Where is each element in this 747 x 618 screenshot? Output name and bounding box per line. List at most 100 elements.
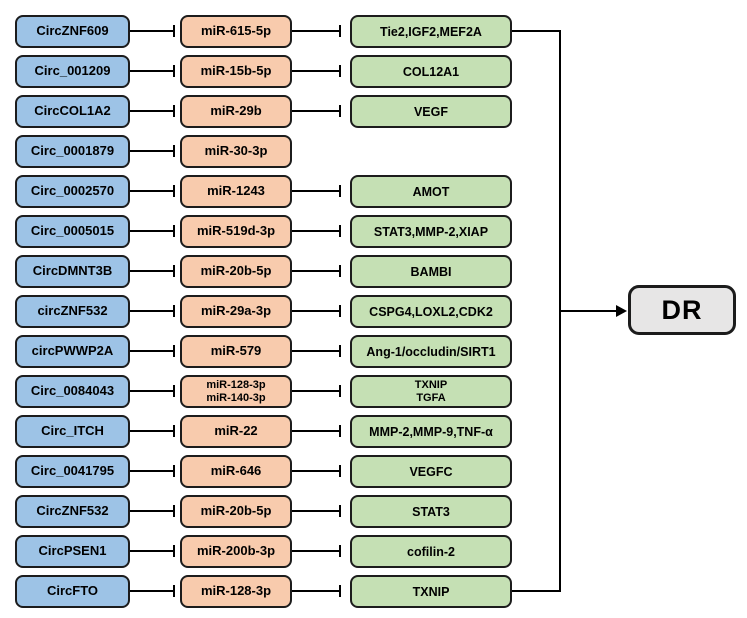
inhibition-connector (130, 430, 174, 432)
t-bar-icon (339, 545, 341, 557)
outcome-label: DR (661, 294, 703, 325)
inhibition-connector (130, 270, 174, 272)
circrna-box: circZNF532 (15, 295, 130, 328)
t-bar-icon (339, 105, 341, 117)
target-label: TXNIP (414, 379, 448, 392)
target-label: TXNIP (412, 584, 450, 599)
circrna-box: CircZNF532 (15, 495, 130, 528)
circrna-label: circPWWP2A (31, 343, 114, 359)
t-bar-icon (339, 305, 341, 317)
outcome-box: DR (628, 285, 736, 335)
mirna-label: miR-29a-3p (200, 303, 272, 319)
t-bar-icon (173, 25, 175, 37)
target-label: TGFA (416, 391, 446, 404)
mirna-label: miR-646 (210, 463, 262, 479)
circrna-box: Circ_0001879 (15, 135, 130, 168)
pathway-row: CircFTO miR-128-3p TXNIP (0, 575, 747, 608)
mirna-label: miR-20b-5p (200, 503, 272, 519)
circrna-label: Circ_0041795 (30, 463, 115, 479)
inhibition-connector (130, 470, 174, 472)
target-box: VEGFC (350, 455, 512, 488)
mirna-box: miR-128-3p miR-140-3p (180, 375, 292, 408)
target-label: CSPG4,LOXL2,CDK2 (369, 304, 493, 319)
target-label: STAT3,MMP-2,XIAP (373, 224, 489, 239)
inhibition-connector (292, 110, 340, 112)
pathway-row: CircZNF532 miR-20b-5p STAT3 (0, 495, 747, 528)
mirna-label: miR-128-3p (200, 583, 272, 599)
mirna-label: miR-519d-3p (196, 223, 276, 239)
t-bar-icon (173, 305, 175, 317)
target-box: Tie2,IGF2,MEF2A (350, 15, 512, 48)
mirna-box: miR-29b (180, 95, 292, 128)
inhibition-connector (130, 310, 174, 312)
target-label: Ang-1/occludin/SIRT1 (366, 344, 496, 359)
t-bar-icon (339, 65, 341, 77)
mirna-box: miR-579 (180, 335, 292, 368)
circrna-label: CircPSEN1 (38, 543, 107, 559)
circrna-box: CircDMNT3B (15, 255, 130, 288)
inhibition-connector (130, 510, 174, 512)
t-bar-icon (173, 465, 175, 477)
inhibition-connector (292, 30, 340, 32)
inhibition-connector (130, 150, 174, 152)
t-bar-icon (173, 265, 175, 277)
inhibition-connector (292, 70, 340, 72)
pathway-row: Circ_001209 miR-15b-5p COL12A1 (0, 55, 747, 88)
target-box: STAT3 (350, 495, 512, 528)
t-bar-icon (339, 185, 341, 197)
inhibition-connector (130, 350, 174, 352)
mirna-box: miR-22 (180, 415, 292, 448)
target-box: STAT3,MMP-2,XIAP (350, 215, 512, 248)
mirna-label: miR-20b-5p (200, 263, 272, 279)
circrna-label: Circ_ITCH (41, 423, 104, 439)
mirna-label: miR-30-3p (204, 143, 268, 159)
mirna-label: miR-22 (214, 423, 258, 439)
circrna-label: circZNF532 (37, 303, 108, 319)
inhibition-connector (130, 190, 174, 192)
t-bar-icon (173, 185, 175, 197)
circrna-box: Circ_0002570 (15, 175, 130, 208)
inhibition-connector (130, 590, 174, 592)
circrna-label: Circ_0084043 (30, 383, 115, 399)
t-bar-icon (339, 425, 341, 437)
circrna-label: Circ_0005015 (30, 223, 115, 239)
inhibition-connector (292, 550, 340, 552)
inhibition-connector (292, 390, 340, 392)
target-box: VEGF (350, 95, 512, 128)
mirna-label: miR-579 (210, 343, 262, 359)
target-box: AMOT (350, 175, 512, 208)
inhibition-connector (130, 550, 174, 552)
circrna-label: CircCOL1A2 (34, 103, 111, 119)
circrna-label: Circ_0002570 (30, 183, 115, 199)
target-box: TXNIP (350, 575, 512, 608)
mirna-box: miR-30-3p (180, 135, 292, 168)
mirna-box: miR-1243 (180, 175, 292, 208)
mirna-box: miR-646 (180, 455, 292, 488)
circrna-box: CircCOL1A2 (15, 95, 130, 128)
t-bar-icon (339, 25, 341, 37)
target-box: cofilin-2 (350, 535, 512, 568)
inhibition-connector (292, 510, 340, 512)
circrna-label: Circ_0001879 (30, 143, 115, 159)
inhibition-connector (130, 110, 174, 112)
pathway-row: Circ_0005015 miR-519d-3p STAT3,MMP-2,XIA… (0, 215, 747, 248)
inhibition-connector (292, 230, 340, 232)
pathway-row: CircDMNT3B miR-20b-5p BAMBI (0, 255, 747, 288)
circrna-box: CircZNF609 (15, 15, 130, 48)
pathway-row: Circ_0001879 miR-30-3p (0, 135, 747, 168)
mirna-label: miR-200b-3p (196, 543, 276, 559)
circrna-box: circPWWP2A (15, 335, 130, 368)
t-bar-icon (339, 385, 341, 397)
mirna-label: miR-15b-5p (200, 63, 272, 79)
target-label: AMOT (412, 184, 450, 199)
target-label: MMP-2,MMP-9,TNF-α (369, 424, 493, 439)
mirna-box: miR-615-5p (180, 15, 292, 48)
circrna-box: Circ_ITCH (15, 415, 130, 448)
pathway-row: circPWWP2A miR-579 Ang-1/occludin/SIRT1 (0, 335, 747, 368)
circrna-box: Circ_001209 (15, 55, 130, 88)
target-box: COL12A1 (350, 55, 512, 88)
mirna-label: miR-140-3p (206, 391, 266, 404)
mirna-box: miR-20b-5p (180, 255, 292, 288)
circrna-box: CircPSEN1 (15, 535, 130, 568)
